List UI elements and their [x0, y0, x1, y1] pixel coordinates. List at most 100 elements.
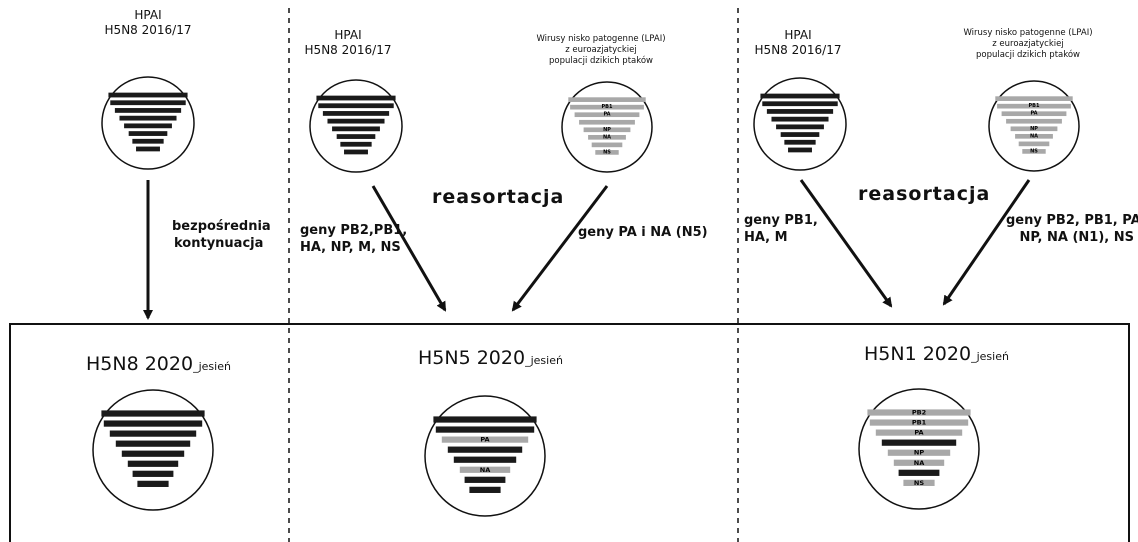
direct-label-line1: bezpośrednia — [172, 219, 271, 234]
col5-genes-line2: NP, NA (N1), NS — [1019, 230, 1134, 245]
col3-lpai-line2: z euroazjatyckiej — [565, 45, 637, 55]
gene-segment-bar — [570, 104, 644, 110]
col4-genes-line1: geny PB1, — [744, 213, 818, 228]
gene-segment-bar — [898, 469, 940, 476]
outcome-title-h5n5: H5N5 2020_jesień — [418, 347, 563, 369]
virion-outline — [92, 389, 214, 511]
gene-segment-bar — [875, 429, 963, 436]
col3-genes-label: geny PA i NA (N5) — [578, 225, 708, 240]
col1-strain-label: H5N8 2016/17 — [104, 23, 192, 37]
col5-lpai-header: Wirusy nisko patogenne (LPAI) z euroazja… — [948, 28, 1108, 61]
outcome-name-h5n5: H5N5 2020 — [418, 347, 526, 369]
col5-genes-line1: geny PB2, PB1, PA — [1006, 213, 1138, 228]
col4-hpai-label: HPAI — [784, 28, 812, 42]
col2-genes-line1: geny PB2,PB1, — [300, 223, 408, 238]
gene-segment-bar — [574, 112, 640, 118]
gene-segment-label: PB1 — [912, 419, 927, 427]
gene-segment-bar — [108, 92, 188, 98]
gene-segment-bar — [447, 446, 523, 453]
col4-genes-line2: HA, M — [744, 230, 788, 245]
gene-segment-bar — [332, 126, 380, 132]
gene-segment-bar — [997, 103, 1071, 109]
virion-outline — [858, 388, 980, 510]
gene-segment-bar — [469, 486, 501, 493]
outcome-title-h5n1: H5N1 2020_jesień — [864, 343, 1009, 365]
arrow-h5n8-to-h5n1 — [799, 179, 893, 308]
col2-genes-line2: HA, NP, M, NS — [300, 240, 401, 255]
virion-outline — [101, 76, 195, 170]
outcome-season-h5n5: _jesień — [525, 354, 563, 367]
gene-segment-label: NA — [480, 466, 491, 474]
col5-lpai-line1: Wirusy nisko patogenne (LPAI) — [963, 28, 1093, 38]
col1-hpai-label: HPAI — [134, 8, 162, 22]
gene-segment-bar — [327, 118, 385, 124]
col4-genes-label: geny PB1, HA, M — [744, 212, 818, 246]
virus-circle-h5n8 — [101, 76, 195, 170]
gene-segment-label: NA — [1030, 133, 1038, 139]
gene-segment-bar — [132, 470, 174, 477]
gene-segment-bar — [776, 124, 824, 130]
gene-segment-bar — [762, 101, 838, 107]
gene-segment-bar — [1015, 133, 1053, 139]
col3-lpai-header: Wirusy nisko patogenne (LPAI) z euroazja… — [526, 34, 676, 67]
gene-segment-bar — [115, 440, 191, 447]
gene-segment-bar — [344, 149, 368, 155]
outcome-name-h5n8: H5N8 2020 — [86, 353, 194, 375]
gene-segment-bar — [995, 96, 1073, 101]
gene-segment-bar — [591, 142, 623, 148]
arrow-h5n8-to-h5n5 — [371, 185, 447, 312]
col2-genes-label: geny PB2,PB1, HA, NP, M, NS — [300, 222, 407, 256]
outcome-season-h5n8: _jesień — [193, 360, 231, 373]
gene-segment-bar — [103, 420, 203, 427]
gene-segment-label: NA — [914, 459, 925, 467]
gene-segment-label: PA — [914, 429, 924, 437]
gene-segment-bar — [595, 150, 619, 155]
gene-segment-label: PA — [480, 436, 490, 444]
gene-segment-label: NS — [1030, 148, 1038, 154]
gene-segment-bar — [128, 131, 168, 136]
gene-segment-bar — [903, 479, 935, 486]
virion-outline — [561, 81, 653, 173]
virus-circle-h5n8 — [309, 79, 403, 173]
gene-segment-bar — [869, 419, 969, 426]
direct-label-line2: kontynuacja — [174, 236, 264, 251]
gene-segment-bar — [110, 100, 186, 106]
gene-segment-bar — [114, 108, 182, 113]
gene-segment-bar — [441, 436, 529, 443]
gene-segment-bar — [101, 410, 205, 417]
col4-strain-label: H5N8 2016/17 — [754, 43, 842, 57]
gene-segment-label: PB1 — [1029, 103, 1040, 109]
col2-header: HPAI H5N8 2016/17 — [288, 28, 408, 58]
reassortment-label-2: reasortacja — [858, 183, 991, 205]
gene-segment-bar — [464, 476, 506, 483]
gene-segment-bar — [136, 146, 160, 152]
gene-segment-bar — [771, 116, 829, 122]
gene-segment-bar — [435, 426, 535, 433]
col5-lpai-line3: populacji dzikich ptaków — [975, 50, 1081, 60]
col5-genes-label: geny PB2, PB1, PA NP, NA (N1), NS — [1006, 212, 1138, 246]
gene-segment-bar — [1022, 149, 1046, 154]
gene-segment-bar — [119, 115, 177, 121]
direct-continuation-label: bezpośrednia kontynuacja — [172, 218, 271, 252]
virus-circle-h5n8-2020 — [92, 389, 214, 511]
gene-segment-label: NS — [914, 479, 924, 487]
gene-segment-label: NS — [603, 149, 611, 155]
gene-segment-bar — [784, 139, 816, 145]
outcome-frame — [9, 323, 1130, 542]
arrow-lpai-to-h5n5 — [511, 185, 609, 312]
col4-header: HPAI H5N8 2016/17 — [738, 28, 858, 58]
gene-segment-bar — [453, 456, 517, 463]
col3-lpai-line1: Wirusy nisko patogenne (LPAI) — [536, 34, 666, 44]
gene-segment-bar — [121, 450, 185, 457]
gene-segment-bar — [1006, 118, 1062, 124]
gene-segment-bar — [579, 119, 635, 125]
gene-segment-label: PA — [1030, 111, 1037, 117]
gene-segment-bar — [433, 416, 537, 423]
outcome-name-h5n1: H5N1 2020 — [864, 343, 972, 365]
gene-segment-bar — [137, 480, 169, 487]
virus-circle-h5n8 — [753, 77, 847, 171]
virion-outline — [309, 79, 403, 173]
